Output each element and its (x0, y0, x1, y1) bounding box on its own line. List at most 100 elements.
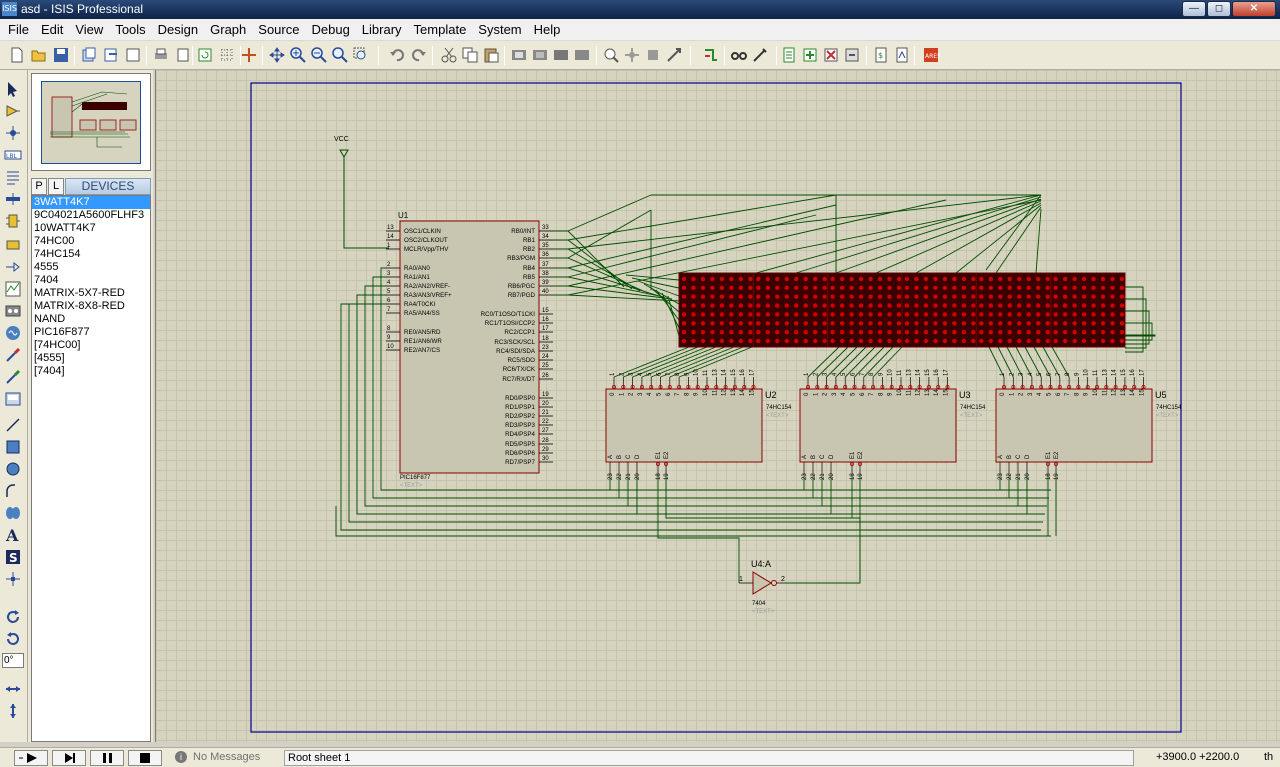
generator-icon[interactable] (4, 324, 22, 342)
mirror-vertical-icon[interactable] (4, 702, 22, 720)
block-delete-icon[interactable] (573, 46, 591, 64)
paste-icon[interactable] (482, 46, 500, 64)
stop-button[interactable] (128, 750, 162, 766)
led-matrix-module[interactable] (1050, 272, 1126, 348)
menu-system[interactable]: System (478, 21, 522, 37)
play-button[interactable] (14, 750, 48, 766)
netlist-to-ares-icon[interactable]: ARES (922, 46, 940, 64)
tape-recorder-icon[interactable] (4, 302, 22, 320)
menu-edit[interactable]: Edit (40, 21, 64, 37)
box-icon[interactable] (4, 438, 22, 456)
origin-icon[interactable] (240, 46, 258, 64)
led-matrix-array[interactable] (678, 272, 1126, 348)
export-icon[interactable] (102, 46, 120, 64)
menu-tools[interactable]: Tools (115, 21, 146, 37)
electrical-rules-icon[interactable] (893, 46, 911, 64)
decoder-u5[interactable]: U574HC154<TEXT>0112233445566778899101011… (995, 369, 1182, 480)
step-button[interactable] (52, 750, 86, 766)
device-list-item[interactable]: 7404 (34, 274, 59, 286)
zoom-all-icon[interactable] (331, 46, 349, 64)
minimize-button[interactable]: — (1182, 1, 1206, 17)
inverter-body[interactable] (752, 571, 772, 595)
menu-help[interactable]: Help (533, 21, 561, 37)
terminals-icon[interactable] (4, 236, 22, 254)
text-tool-icon[interactable]: A (4, 526, 22, 544)
pause-button[interactable] (90, 750, 124, 766)
led-matrix-module[interactable] (678, 272, 754, 348)
grid-toggle-icon[interactable] (218, 46, 236, 64)
device-list-item[interactable]: 74HC154 (34, 248, 81, 260)
junction-dot-icon[interactable] (4, 124, 22, 142)
zoom-in-icon[interactable] (289, 46, 307, 64)
decoders[interactable]: U274HC154<TEXT>0112233445566778899101011… (605, 369, 1182, 480)
import-icon[interactable] (80, 46, 98, 64)
device-list-item[interactable]: 74HC00 (34, 235, 75, 247)
vcc-terminal[interactable]: VCC (334, 136, 389, 249)
close-design-icon[interactable] (124, 46, 142, 64)
mirror-horizontal-icon[interactable] (4, 680, 22, 698)
pick-device-icon[interactable] (602, 46, 620, 64)
decoder-body[interactable] (995, 388, 1153, 463)
device-list-item[interactable]: 10WATT4K7 (34, 222, 96, 234)
current-probe-icon[interactable] (4, 368, 22, 386)
block-copy-icon[interactable] (510, 46, 528, 64)
device-list-item[interactable]: [4555] (34, 352, 65, 364)
decoder-body[interactable] (605, 388, 763, 463)
mcu-body[interactable] (399, 220, 540, 474)
device-list-item[interactable]: 3WATT4K7 (32, 196, 150, 209)
menu-template[interactable]: Template (413, 21, 467, 37)
device-list-item[interactable]: MATRIX-5X7-RED (34, 287, 125, 299)
circle-icon[interactable] (4, 460, 22, 478)
selection-mode-icon[interactable] (4, 80, 22, 98)
new-file-icon[interactable] (8, 46, 26, 64)
symbol-icon[interactable]: S (4, 548, 22, 566)
wire-label-icon[interactable]: LBL (4, 146, 22, 164)
menu-library[interactable]: Library (361, 21, 402, 37)
bill-of-materials-icon[interactable]: $ (872, 46, 890, 64)
device-list-item[interactable]: [74HC00] (34, 339, 81, 351)
rotate-clockwise-icon[interactable] (4, 608, 22, 626)
close-button[interactable]: ✕ (1232, 1, 1276, 17)
subcircuit-icon[interactable] (4, 212, 22, 230)
goto-sheet-icon[interactable] (843, 46, 861, 64)
device-list-item[interactable]: NAND (34, 313, 66, 325)
led-matrix-module[interactable] (827, 272, 903, 348)
add-sheet-icon[interactable] (801, 46, 819, 64)
wire-autorouter-icon[interactable] (702, 46, 720, 64)
line-icon[interactable] (4, 416, 22, 434)
redo-icon[interactable] (410, 46, 428, 64)
new-sheet-icon[interactable] (780, 46, 798, 64)
package-tool-icon[interactable] (644, 46, 662, 64)
device-list-item[interactable]: MATRIX-8X8-RED (34, 300, 125, 312)
block-move-icon[interactable] (531, 46, 549, 64)
device-list-item[interactable]: [7404] (34, 365, 65, 377)
menu-debug[interactable]: Debug (311, 21, 350, 37)
library-manager-tab[interactable]: L (48, 178, 64, 195)
led-matrix-module[interactable] (975, 272, 1052, 348)
menu-file[interactable]: File (8, 21, 29, 37)
decompose-icon[interactable] (665, 46, 683, 64)
maximize-button[interactable]: ◻ (1207, 1, 1231, 17)
make-device-icon[interactable] (623, 46, 641, 64)
decoder-body[interactable] (799, 388, 957, 463)
remove-sheet-icon[interactable] (822, 46, 840, 64)
pick-from-libraries-tab[interactable]: P (31, 178, 47, 195)
marker-icon[interactable] (4, 570, 22, 588)
property-tool-icon[interactable] (751, 46, 769, 64)
component-mode-icon[interactable] (4, 102, 22, 120)
search-tag-icon[interactable] (730, 46, 748, 64)
menu-design[interactable]: Design (157, 21, 199, 37)
led-matrix-module[interactable] (901, 272, 977, 348)
graph-mode-icon[interactable] (4, 280, 22, 298)
save-icon[interactable] (52, 46, 70, 64)
rotate-anticlockwise-icon[interactable] (4, 630, 22, 648)
rotation-angle-input[interactable]: 0° (2, 653, 24, 668)
voltage-probe-icon[interactable] (4, 346, 22, 364)
block-rotate-icon[interactable] (552, 46, 570, 64)
decoder-u2[interactable]: U274HC154<TEXT>0112233445566778899101011… (605, 369, 792, 480)
